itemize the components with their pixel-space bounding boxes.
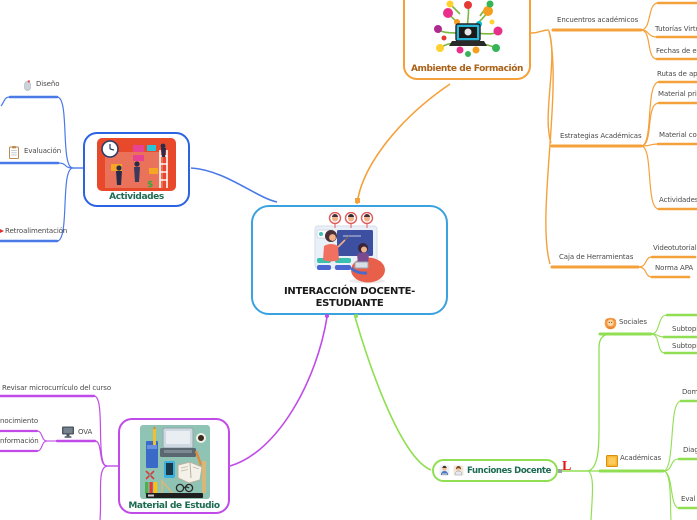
central-title-line2: ESTUDIANTE xyxy=(315,298,384,309)
planning-board-illustration: $ xyxy=(97,138,176,191)
subtopic-tutorias-virtuales[interactable]: Tutorías Virtua xyxy=(655,25,697,33)
topic-material-de-estudio[interactable]: Material de Estudio xyxy=(118,418,230,514)
teacher-student-illustration xyxy=(314,212,385,284)
topic-ambiente-de-formacion[interactable]: Ambiente de Formación xyxy=(403,0,531,80)
subtopic-dominio-truncated[interactable]: Dom xyxy=(682,388,697,396)
subtopic-evaluacion[interactable]: Evaluación xyxy=(24,147,62,155)
subtopic-encuentros-academicos[interactable]: Encuentros académicos xyxy=(557,16,639,24)
subtopic-estrategias-academicas[interactable]: Estrategias Académicas xyxy=(560,132,642,140)
laptop-ideas-illustration xyxy=(434,0,503,57)
person-gesture-icon xyxy=(604,317,617,330)
subtopic-fechas-de-entrega[interactable]: Fechas de ent xyxy=(656,47,697,55)
central-topic-title: INTERACCIÓN DOCENTE- ESTUDIANTE xyxy=(253,286,446,310)
subtopic-diagnostico-truncated[interactable]: Diag xyxy=(683,446,697,454)
anchor-dot-purple xyxy=(325,314,329,318)
subtopic-ova[interactable]: OVA xyxy=(78,428,93,436)
attachment-l-icon[interactable]: L xyxy=(562,459,572,474)
subtopic-material-principal[interactable]: Material prin xyxy=(658,90,697,98)
svg-text:$: $ xyxy=(147,180,153,190)
anchor-dot-orange xyxy=(355,198,360,203)
mouse-icon xyxy=(24,80,31,91)
yellow-note-icon xyxy=(606,455,618,467)
subtopic-actividades-academicas[interactable]: Actividades a xyxy=(659,196,697,204)
subtopic-diseno[interactable]: Diseño xyxy=(36,80,60,88)
study-desk-illustration xyxy=(140,425,210,499)
subtopic-videotutoriales[interactable]: Videotutoriales xyxy=(653,244,697,252)
central-title-line1: INTERACCIÓN DOCENTE- xyxy=(283,286,416,297)
subtopic-caja-de-herramientas[interactable]: Caja de Herramientas xyxy=(559,253,634,261)
subtopic-sociales[interactable]: Sociales xyxy=(619,318,647,326)
monitor-icon xyxy=(62,426,74,438)
subtopic-informacion-truncated[interactable]: nformación xyxy=(0,437,39,445)
student-icon xyxy=(453,465,464,476)
anchor-dot-green xyxy=(354,314,358,318)
subtopic-academicas[interactable]: Académicas xyxy=(620,454,662,462)
subtopic-norma-apa[interactable]: Norma APA xyxy=(655,264,694,272)
clipboard-icon xyxy=(9,146,19,159)
attachment-chip xyxy=(558,469,562,473)
subtopic-conocimiento-truncated[interactable]: nocimiento xyxy=(0,417,39,425)
topic-funciones-docente[interactable]: Funciones Docente xyxy=(432,459,558,482)
topic-actividades[interactable]: $ Actividades xyxy=(83,132,190,207)
central-topic[interactable]: INTERACCIÓN DOCENTE- ESTUDIANTE xyxy=(251,205,448,315)
feedback-icon xyxy=(0,229,4,233)
topic-title: Funciones Docente xyxy=(467,465,551,476)
subtopic-rutas-de-aprendizaje[interactable]: Rutas de apre xyxy=(657,70,697,78)
subtopic-material-complementario[interactable]: Material com xyxy=(659,131,697,139)
topic-title: Actividades xyxy=(109,192,164,202)
teacher-at-computer-icon xyxy=(439,465,450,476)
subtopic-evaluacion-truncated[interactable]: Eval xyxy=(681,495,696,503)
subtopic-subtopic-2[interactable]: Subtopic xyxy=(672,342,697,350)
topic-title: Material de Estudio xyxy=(128,501,220,511)
subtopic-subtopic-1[interactable]: Subtopic xyxy=(672,325,697,333)
subtopic-retroalimentacion[interactable]: Retroalimentación xyxy=(5,227,68,235)
subtopic-revisar-microcurriculo[interactable]: Revisar microcurrículo del curso xyxy=(2,384,112,392)
topic-title: Ambiente de Formación xyxy=(410,64,524,74)
